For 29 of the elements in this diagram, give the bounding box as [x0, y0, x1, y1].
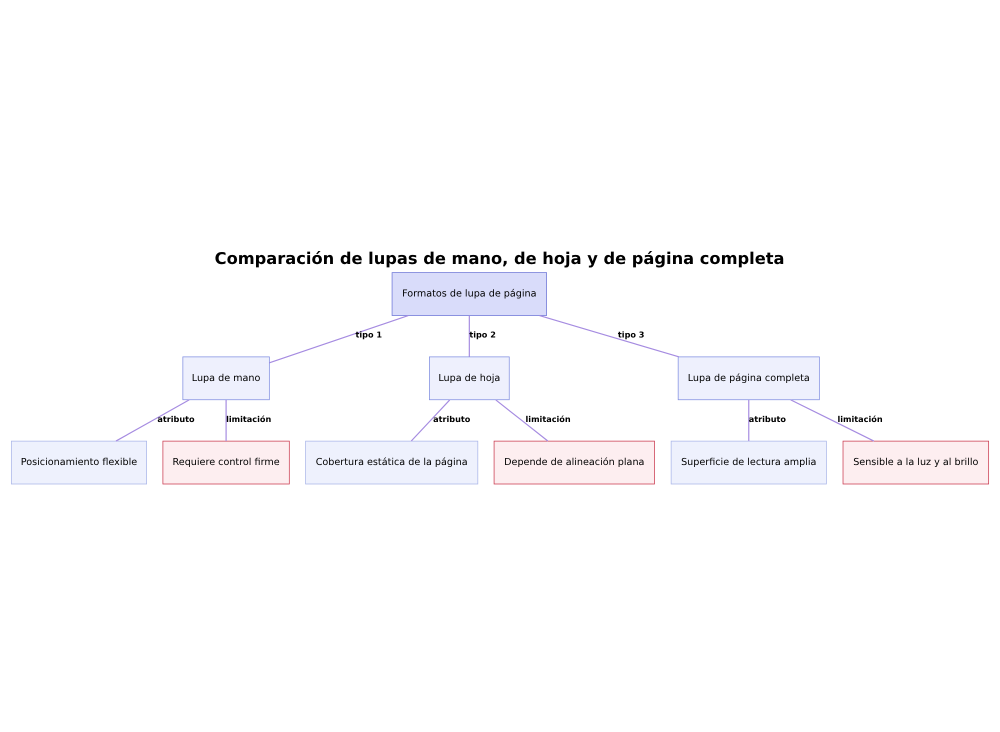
connector: [748, 399, 750, 440]
edge-label: limitación: [226, 413, 272, 424]
edge-label: limitación: [526, 413, 571, 424]
node-box: Lupa de página completa: [678, 356, 820, 400]
node-box: Lupa de hoja: [429, 356, 510, 400]
node-box: Depende de alineación plana: [494, 440, 655, 484]
node-box: Lupa de mano: [182, 356, 270, 400]
connector: [410, 399, 450, 441]
node-box: Formatos de lupa de página: [392, 272, 547, 316]
node-box: Posicionamiento flexible: [10, 440, 147, 484]
connector: [116, 398, 190, 442]
connector: [468, 315, 470, 356]
edge-label: tipo 2: [469, 329, 496, 340]
edge-label: atributo: [157, 413, 195, 424]
diagram-title: Comparación de lupas de mano, de hoja y de página completa: [214, 248, 784, 268]
edge-label: atributo: [748, 413, 786, 424]
edge-label: tipo 1: [355, 329, 382, 340]
edge-label: atributo: [433, 413, 470, 424]
connector: [539, 314, 679, 357]
connector: [495, 399, 548, 441]
connector: [790, 398, 874, 442]
edge-label: limitación: [837, 413, 883, 424]
connector: [226, 399, 227, 440]
node-box: Superficie de lectura amplia: [670, 440, 827, 484]
node-box: Requiere control firme: [162, 440, 290, 484]
edge-label: tipo 3: [618, 329, 644, 340]
node-box: Cobertura estática de la página: [305, 440, 478, 484]
connector: [269, 314, 408, 363]
node-box: Sensible a la luz y al brillo: [842, 440, 990, 484]
